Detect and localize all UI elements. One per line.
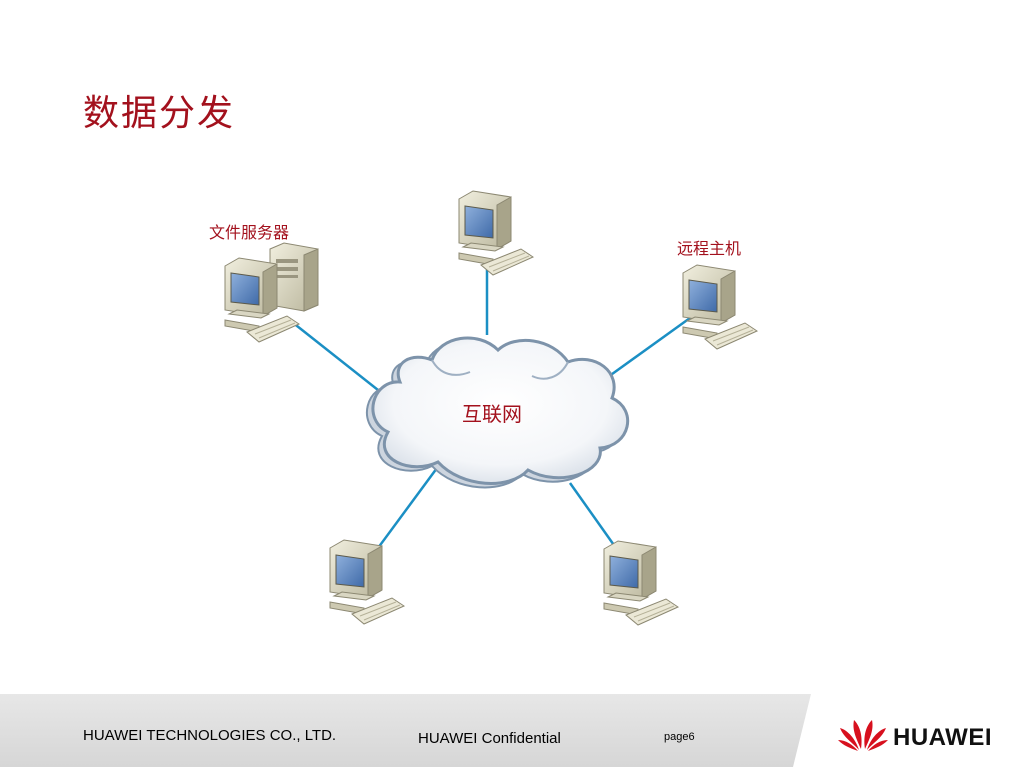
link-bottom-left <box>376 467 439 549</box>
cloud-icon <box>365 336 630 489</box>
node-label-remote-host: 远程主机 <box>677 239 742 258</box>
server-icon <box>269 242 319 312</box>
link-remote-host <box>600 316 691 384</box>
computer-icon <box>329 539 405 625</box>
huawei-logo-icon <box>838 720 888 751</box>
footer-page-number: page6 <box>664 731 695 743</box>
link-file-server <box>291 321 379 391</box>
footer-logo-area <box>793 694 1023 767</box>
page-title: 数据分发 <box>83 93 236 134</box>
footer <box>0 694 1023 767</box>
cloud-label: 互联网 <box>462 402 522 426</box>
link-lines <box>291 262 691 549</box>
network-diagram <box>224 190 758 626</box>
computer-icon <box>458 190 534 276</box>
node-label-file-server: 文件服务器 <box>209 223 290 242</box>
footer-confidential: HUAWEI Confidential <box>418 730 561 747</box>
computer-icon <box>682 264 758 350</box>
footer-company: HUAWEI TECHNOLOGIES CO., LTD. <box>83 727 337 744</box>
computer-icon <box>603 540 679 626</box>
link-bottom-right <box>568 482 618 549</box>
brand-name: HUAWEI <box>893 724 992 751</box>
